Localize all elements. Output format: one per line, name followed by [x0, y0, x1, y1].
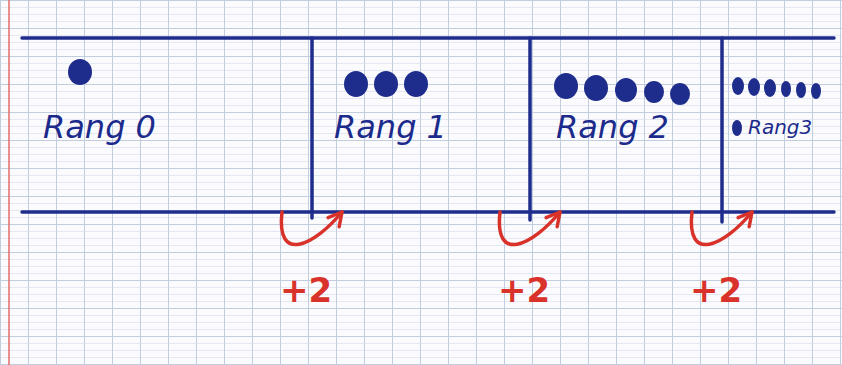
- arrow-curve: [499, 212, 560, 245]
- divider-line: [720, 38, 724, 222]
- rank-cell: Rang3: [722, 38, 836, 212]
- dot: [68, 59, 92, 85]
- arrow-head: [328, 212, 342, 227]
- dot: [404, 71, 428, 97]
- dot: [670, 83, 690, 105]
- label-holder: +2: [498, 272, 550, 309]
- dot: [554, 73, 578, 99]
- arrow-head: [546, 212, 560, 227]
- increment-label: +2: [690, 272, 742, 309]
- divider-line: [310, 38, 314, 218]
- dot: [732, 77, 744, 95]
- increment-arrow: [499, 212, 560, 245]
- increment-label: +2: [280, 272, 332, 309]
- margin-line: [8, 0, 10, 365]
- rank-label: Rang3: [748, 116, 812, 138]
- increment-arrow: [691, 212, 752, 245]
- dot: [748, 78, 760, 96]
- arrow-curve: [691, 212, 752, 245]
- rank-cell: Rang 1: [312, 38, 530, 212]
- divider-line: [528, 38, 532, 220]
- dot: [732, 120, 742, 136]
- rank-label: Rang 1: [334, 110, 447, 145]
- label-holder: +2: [280, 272, 332, 309]
- rank-label: Rang 0: [43, 110, 156, 145]
- increment-arrow: [281, 212, 342, 245]
- dot: [811, 83, 821, 99]
- dot: [764, 79, 776, 97]
- dot: [644, 81, 664, 103]
- dot: [796, 82, 806, 98]
- increment-label: +2: [498, 272, 550, 309]
- rank-cell: Rang 0: [25, 38, 312, 212]
- rank-cell: Rang 2: [530, 38, 722, 212]
- rank-label: Rang 2: [556, 110, 669, 145]
- dot: [781, 81, 791, 97]
- arrow-curve: [281, 212, 342, 245]
- dot: [344, 71, 368, 97]
- label-holder: +2: [690, 272, 742, 309]
- dot: [615, 78, 637, 102]
- arrow-head: [738, 212, 752, 227]
- dot: [584, 75, 608, 101]
- band-top-line: [22, 36, 834, 40]
- dot: [374, 71, 398, 97]
- band-bottom-line: [22, 210, 834, 214]
